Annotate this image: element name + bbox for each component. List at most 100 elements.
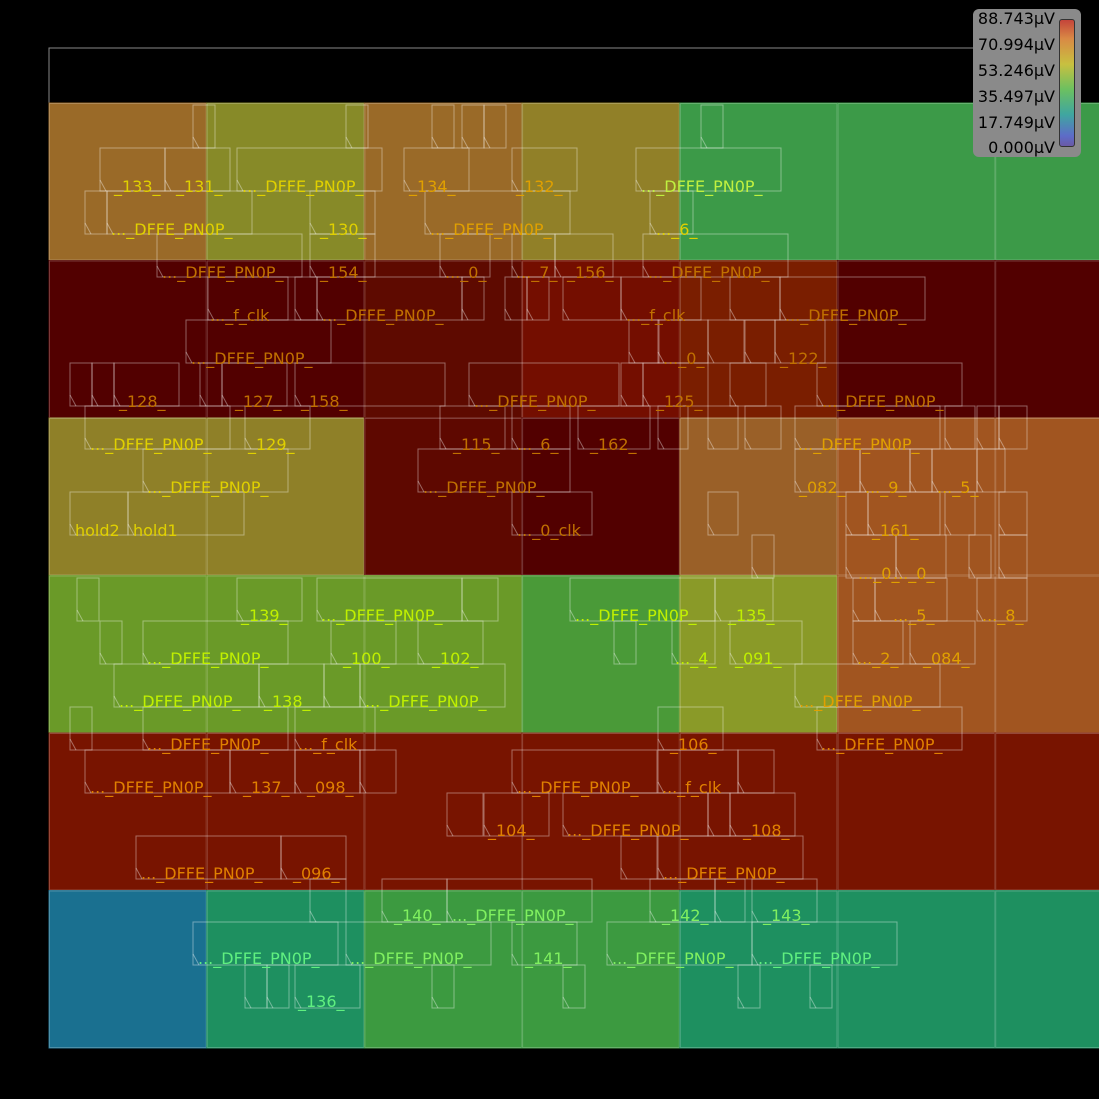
cell-orientation-mark <box>99 179 107 192</box>
cell-label: hold1 <box>133 521 178 540</box>
cell-orientation-mark <box>461 609 469 622</box>
cell-orientation-mark <box>620 394 628 407</box>
cell-orientation-mark <box>504 308 512 321</box>
cell-label: _136_ <box>297 992 346 1012</box>
cell-label: ..._DFFE_PN0P_ <box>567 821 690 841</box>
cell-label: ..._8_ <box>982 606 1024 626</box>
cell-label: _134_ <box>408 177 457 197</box>
cell-label: hold2 <box>75 521 120 540</box>
standard-cell <box>998 534 1028 579</box>
standard-cell <box>976 577 1028 622</box>
legend-tick: 53.246µV <box>977 61 1055 80</box>
standard-cell <box>562 792 709 837</box>
cell-orientation-mark <box>642 394 650 407</box>
cell-label: ..._7_ <box>516 263 558 283</box>
cell-orientation-mark <box>944 523 952 536</box>
heatmap-tile <box>363 260 523 419</box>
cell-orientation-mark <box>511 179 519 192</box>
standard-cell <box>345 104 369 149</box>
cell-orientation-mark <box>483 136 491 149</box>
standard-cell <box>737 749 775 794</box>
cell-orientation-mark <box>468 394 476 407</box>
cell-orientation-mark <box>700 136 708 149</box>
standard-cell <box>316 276 463 321</box>
cell-orientation-mark <box>446 910 454 923</box>
heatmap-tile <box>363 732 523 891</box>
standard-cell <box>461 577 499 622</box>
cell-orientation-mark <box>461 136 469 149</box>
standard-cell <box>909 448 933 493</box>
cell-label: ..._DFFE_PN0P_ <box>648 263 771 283</box>
standard-cell <box>192 921 339 966</box>
cell-orientation-mark <box>461 308 469 321</box>
standard-cell <box>127 491 245 536</box>
cell-orientation-mark <box>244 996 252 1009</box>
cell-label: _156_ <box>566 263 615 283</box>
cell-labels: _133__131_..._DFFE_PN0P__134__132_..._DF… <box>75 177 1024 1012</box>
cell-orientation-mark <box>280 867 288 880</box>
standard-cell <box>649 878 716 923</box>
standard-cell <box>431 964 455 1009</box>
standard-cell <box>562 276 622 321</box>
cell-label: ..._0_ <box>445 263 487 283</box>
standard-cell <box>84 405 231 450</box>
standard-cell <box>707 319 745 364</box>
cell-orientation-mark <box>511 953 519 966</box>
cell-label: _096_ <box>292 864 341 884</box>
cell-orientation-mark <box>84 222 92 235</box>
standard-cell <box>816 706 963 751</box>
standard-cell <box>577 405 651 450</box>
standard-cell <box>554 233 614 278</box>
standard-cell <box>244 405 311 450</box>
cell-label: _135_ <box>727 606 776 626</box>
standard-cell <box>774 319 826 364</box>
standard-cell <box>229 749 296 794</box>
cell-orientation-mark <box>266 996 274 1009</box>
cell-orientation-mark <box>976 437 984 450</box>
cell-label: ..._DFFE_PN0P_ <box>350 949 473 969</box>
heatmap-tile-border <box>995 890 1099 1048</box>
cell-label: _129_ <box>247 435 296 455</box>
standard-cell <box>809 964 833 1009</box>
standard-cell <box>294 362 446 407</box>
cell-orientation-mark <box>417 480 425 493</box>
heatmap-tile <box>48 890 208 1049</box>
standard-cell <box>852 577 876 622</box>
cell-orientation-mark <box>127 523 135 536</box>
standard-cell <box>483 104 507 149</box>
cell-orientation-mark <box>142 652 150 665</box>
cell-label: _122_ <box>779 349 828 369</box>
cell-orientation-mark <box>439 437 447 450</box>
cell-orientation-mark <box>976 480 984 493</box>
cell-orientation-mark <box>845 566 853 579</box>
cell-orientation-mark <box>69 523 77 536</box>
cell-label: ..._9_ <box>865 478 907 498</box>
cell-label: ..._f_clk <box>662 778 722 798</box>
legend-tick: 35.497µV <box>977 87 1055 106</box>
cell-label: _091_ <box>734 649 783 669</box>
standard-cell <box>657 749 739 794</box>
heatmap-tile <box>363 417 523 576</box>
cell-label: ..._f_clk <box>298 735 358 755</box>
heatmap-tile <box>679 890 838 1049</box>
standard-cell <box>483 792 550 837</box>
cell-label: _154_ <box>319 263 368 283</box>
standard-cell <box>511 749 658 794</box>
standard-cell <box>511 147 578 192</box>
standard-cell <box>309 878 347 923</box>
cell-orientation-mark <box>649 910 657 923</box>
cell-orientation-mark <box>944 437 952 450</box>
standard-cell <box>461 104 485 149</box>
cell-label: ..._DFFE_PN0P_ <box>191 349 314 369</box>
heatmap-tile <box>679 417 838 576</box>
standard-cell <box>867 491 941 536</box>
standard-cell <box>244 964 268 1009</box>
cell-orientation-mark <box>403 179 411 192</box>
heatmap-tile <box>521 732 681 891</box>
standard-cell <box>569 577 716 622</box>
cell-label: ..._DFFE_PN0P_ <box>430 220 553 240</box>
standard-cell <box>944 491 976 536</box>
standard-cell <box>91 362 115 407</box>
cell-orientation-mark <box>229 781 237 794</box>
cell-label: ..._DFFE_PN0P_ <box>141 864 264 884</box>
